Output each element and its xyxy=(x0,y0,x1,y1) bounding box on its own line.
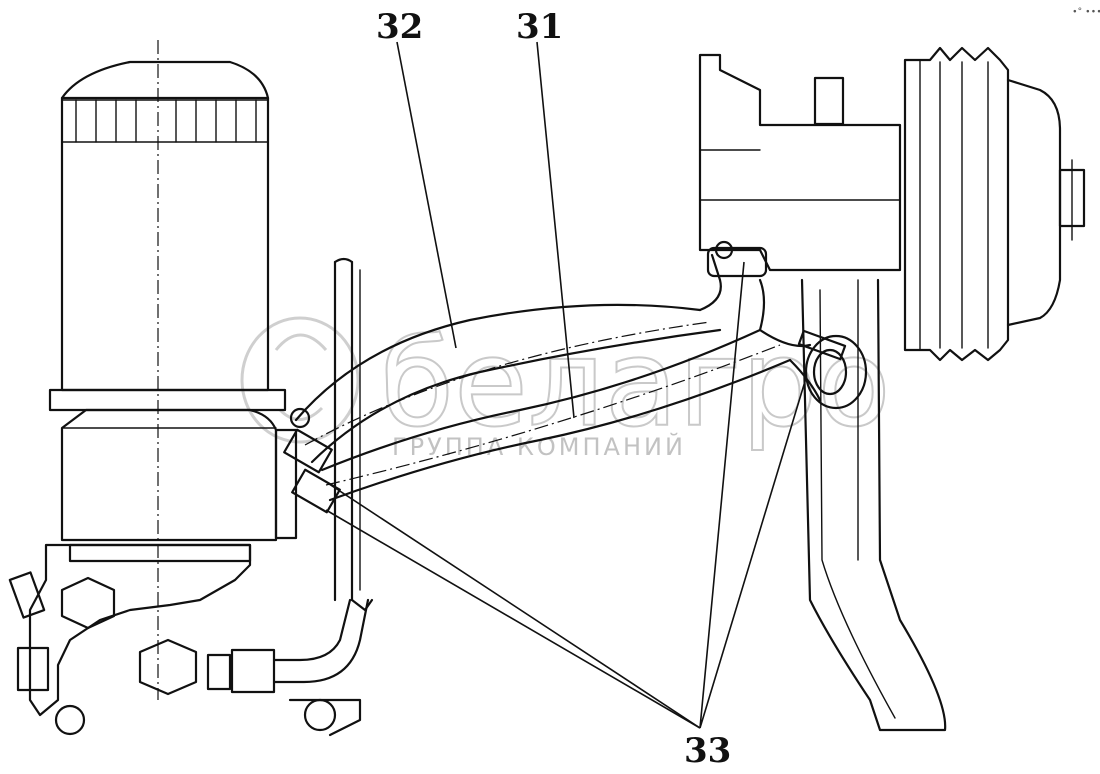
fitting-union xyxy=(230,648,276,694)
pump-housing xyxy=(698,53,902,272)
bracket xyxy=(333,257,374,612)
watermark-logo-mark xyxy=(274,333,328,421)
hose-31-lower-edge xyxy=(328,358,792,502)
filter-ribs xyxy=(75,99,257,143)
hose-31-upper-edge xyxy=(320,328,762,472)
filter-flange xyxy=(48,388,287,412)
pulley xyxy=(903,46,1086,362)
leader-33-c xyxy=(699,261,745,729)
hex-nut-lower xyxy=(138,638,198,696)
oil-filter xyxy=(8,40,370,737)
callout-33: 33 xyxy=(684,731,731,771)
watermark-subtitle: ГРУППА КОМПАНИЙ xyxy=(392,432,686,461)
fitting-nut xyxy=(206,653,232,691)
corner-mark: ∙° ∙∙∙ xyxy=(1072,7,1100,17)
leader-32 xyxy=(396,41,457,349)
clamp-left-top xyxy=(289,407,311,429)
callout-31: 31 xyxy=(516,7,563,47)
watermark-logo-ring xyxy=(240,316,360,444)
bolt-right xyxy=(303,698,337,732)
hose-32-lower-edge xyxy=(310,328,722,464)
filter-top xyxy=(60,60,270,100)
pulley-hub xyxy=(1006,78,1062,327)
pump-body xyxy=(28,543,252,717)
leader-lines xyxy=(319,41,807,729)
callout-32: 32 xyxy=(376,7,423,47)
hose-32-upper-edge xyxy=(294,303,702,422)
outlet-pipe xyxy=(800,278,947,732)
clamp-left-2 xyxy=(291,468,341,514)
clamp-right xyxy=(804,334,868,410)
oil-line xyxy=(272,598,352,662)
leader-33-a xyxy=(319,477,701,729)
pulley-unit xyxy=(698,46,1086,732)
leader-33-d xyxy=(699,377,807,729)
hex-nut-upper xyxy=(60,576,116,630)
leader-33-b xyxy=(325,509,701,729)
leader-31 xyxy=(536,41,575,419)
filter-housing xyxy=(60,408,278,542)
pump-spout xyxy=(813,76,845,126)
hose-assembly xyxy=(283,240,868,514)
clamp-left-1 xyxy=(283,428,333,474)
bolt-left xyxy=(54,704,86,736)
side-fitting xyxy=(16,646,50,692)
